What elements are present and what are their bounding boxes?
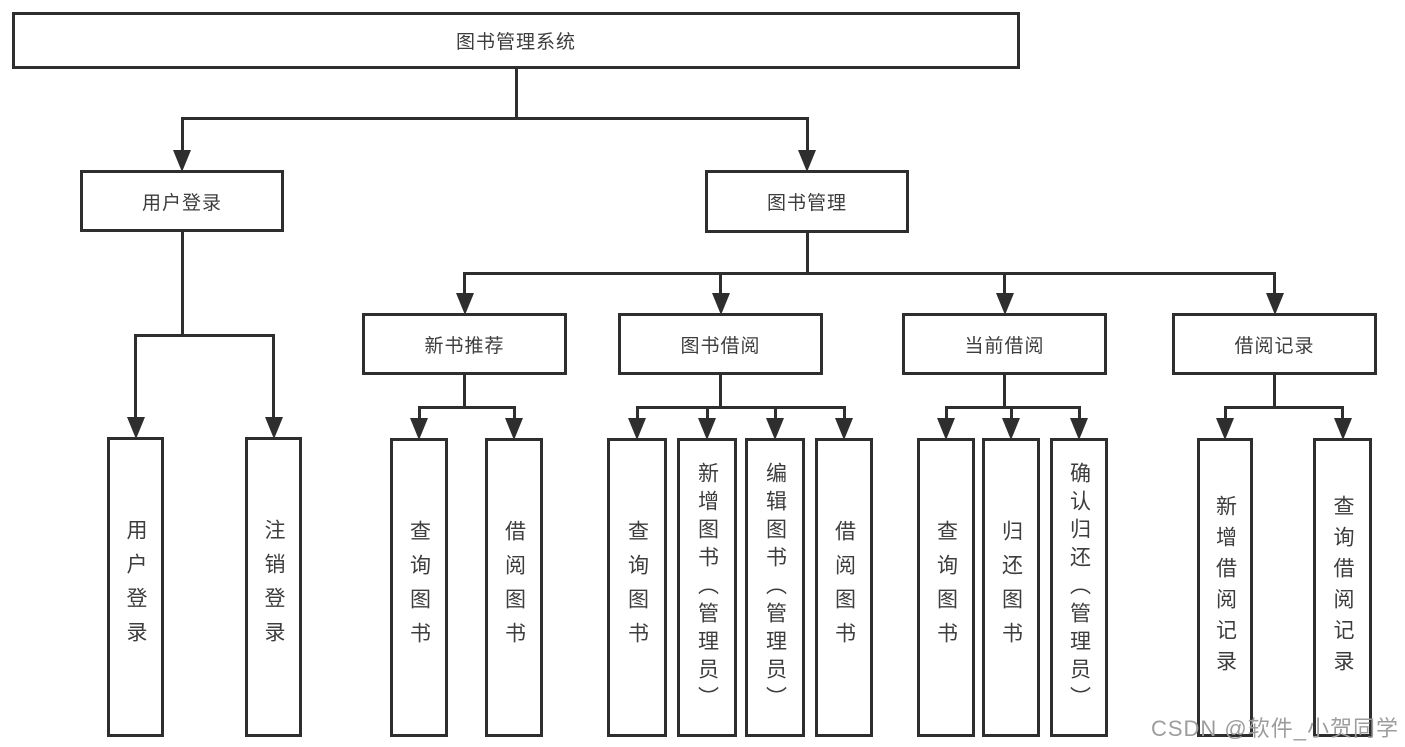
- connector-drop-borrowing-records: [1273, 273, 1276, 297]
- arrow-down-icon-book-borrowing: [711, 293, 730, 315]
- connector-drop-borrow-books-rec: [512, 407, 516, 422]
- arrow-down-icon-query-books-rec: [410, 418, 428, 440]
- node-borrow-books-rec: 借阅图书: [485, 438, 543, 737]
- connector-bus-new-book-recommend: [417, 405, 516, 409]
- connector-drop-user-login-action: [134, 335, 137, 421]
- arrow-down-icon-book-management: [798, 150, 816, 172]
- connector-drop-book-management: [805, 118, 809, 154]
- connector-stub-current-borrowing: [1003, 374, 1006, 407]
- node-borrowing-records: 借阅记录: [1172, 313, 1377, 375]
- arrow-down-icon-borrow-books-rec: [505, 418, 523, 440]
- csdn-watermark: CSDN @软件_小贺同学: [1150, 716, 1399, 741]
- arrow-down-icon-borrowing-records: [1265, 293, 1284, 315]
- arrow-down-icon-user-login-action: [126, 417, 145, 439]
- connector-drop-query-books-current: [944, 407, 948, 422]
- node-label-add-books-admin: 新增图书（管理员）: [695, 461, 719, 714]
- connector-drop-query-borrow-record: [1341, 407, 1344, 422]
- node-book-borrowing: 图书借阅: [618, 313, 823, 375]
- connector-drop-confirm-return-admin: [1077, 407, 1081, 422]
- arrow-down-icon-query-books-borrow: [628, 418, 646, 440]
- connector-bus-current-borrowing: [944, 405, 1081, 409]
- node-user-login-action: 用户登录: [107, 437, 164, 737]
- connector-drop-add-books-admin: [705, 407, 709, 422]
- connector-stub-library-system: [514, 68, 518, 118]
- node-label-book-borrowing: 图书借阅: [680, 335, 761, 357]
- node-borrow-books-action: 借阅图书: [815, 438, 873, 737]
- connector-bus-library-system: [180, 116, 809, 120]
- node-current-borrowing: 当前借阅: [902, 313, 1107, 375]
- node-label-borrowing-records: 借阅记录: [1234, 335, 1315, 357]
- connector-drop-return-books: [1009, 407, 1013, 422]
- node-label-current-borrowing: 当前借阅: [964, 335, 1045, 357]
- node-edit-books-admin: 编辑图书（管理员）: [745, 438, 805, 737]
- connector-drop-current-borrowing: [1003, 273, 1006, 297]
- node-new-book-recommend: 新书推荐: [362, 313, 567, 375]
- node-label-query-borrow-record: 查询借阅记录: [1331, 494, 1354, 681]
- node-label-edit-books-admin: 编辑图书（管理员）: [763, 461, 787, 714]
- connector-stub-new-book-recommend: [463, 374, 466, 407]
- node-label-return-books: 归还图书: [999, 519, 1023, 656]
- node-book-management: 图书管理: [705, 170, 909, 233]
- node-confirm-return-admin: 确认归还（管理员）: [1050, 438, 1108, 737]
- arrow-down-icon-query-books-current: [937, 418, 955, 440]
- connector-drop-book-borrowing: [719, 273, 722, 297]
- connector-drop-logout-action: [272, 335, 275, 421]
- connector-drop-edit-books-admin: [773, 407, 777, 422]
- connector-stub-book-borrowing: [719, 374, 722, 407]
- connector-drop-user-login: [180, 118, 184, 154]
- node-query-books-borrow: 查询图书: [607, 438, 667, 737]
- arrow-down-icon-user-login: [173, 150, 191, 172]
- connector-bus-borrowing-records: [1223, 405, 1344, 409]
- connector-drop-add-borrow-record: [1223, 407, 1227, 422]
- node-label-borrow-books-rec: 借阅图书: [502, 519, 526, 656]
- arrow-down-icon-current-borrowing: [995, 293, 1014, 315]
- node-query-borrow-record: 查询借阅记录: [1313, 438, 1372, 737]
- arrow-down-icon-logout-action: [264, 417, 283, 439]
- connector-stub-borrowing-records: [1273, 374, 1276, 407]
- arrow-down-icon-new-book-recommend: [455, 293, 474, 315]
- arrow-down-icon-query-borrow-record: [1333, 418, 1352, 440]
- node-label-confirm-return-admin: 确认归还（管理员）: [1067, 461, 1091, 714]
- connector-bus-book-borrowing: [635, 405, 846, 409]
- arrow-down-icon-edit-books-admin: [766, 418, 784, 440]
- node-label-book-management: 图书管理: [766, 193, 847, 214]
- connector-bus-book-management: [463, 271, 1276, 275]
- connector-stub-book-management: [805, 232, 809, 273]
- node-add-books-admin: 新增图书（管理员）: [677, 438, 737, 737]
- arrow-down-icon-add-borrow-record: [1216, 418, 1234, 440]
- node-label-user-login-action: 用户登录: [124, 519, 147, 655]
- connector-drop-new-book-recommend: [463, 273, 466, 297]
- arrow-down-icon-borrow-books-action: [835, 418, 853, 440]
- node-add-borrow-record: 新增借阅记录: [1197, 438, 1253, 737]
- connector-drop-query-books-rec: [417, 407, 421, 422]
- arrow-down-icon-confirm-return-admin: [1070, 418, 1088, 440]
- node-label-query-books-borrow: 查询图书: [625, 519, 649, 656]
- node-label-library-system: 图书管理系统: [455, 32, 576, 53]
- node-label-query-books-current: 查询图书: [934, 519, 958, 656]
- connector-drop-query-books-borrow: [635, 407, 639, 422]
- node-query-books-current: 查询图书: [917, 438, 975, 737]
- connector-drop-borrow-books-action: [842, 407, 846, 422]
- node-label-user-login: 用户登录: [141, 192, 222, 214]
- node-label-add-borrow-record: 新增借阅记录: [1213, 494, 1237, 681]
- node-label-new-book-recommend: 新书推荐: [424, 335, 505, 357]
- node-library-system: 图书管理系统: [12, 12, 1020, 69]
- arrow-down-icon-add-books-admin: [698, 418, 716, 440]
- node-return-books: 归还图书: [982, 438, 1040, 737]
- node-user-login: 用户登录: [80, 170, 284, 232]
- node-query-books-rec: 查询图书: [390, 438, 448, 737]
- node-logout-action: 注销登录: [245, 437, 302, 737]
- node-label-logout-action: 注销登录: [262, 519, 285, 655]
- connector-bus-user-login: [134, 333, 275, 337]
- node-label-query-books-rec: 查询图书: [407, 519, 431, 656]
- arrow-down-icon-return-books: [1002, 418, 1020, 440]
- connector-stub-user-login: [180, 231, 184, 335]
- node-label-borrow-books-action: 借阅图书: [832, 519, 856, 656]
